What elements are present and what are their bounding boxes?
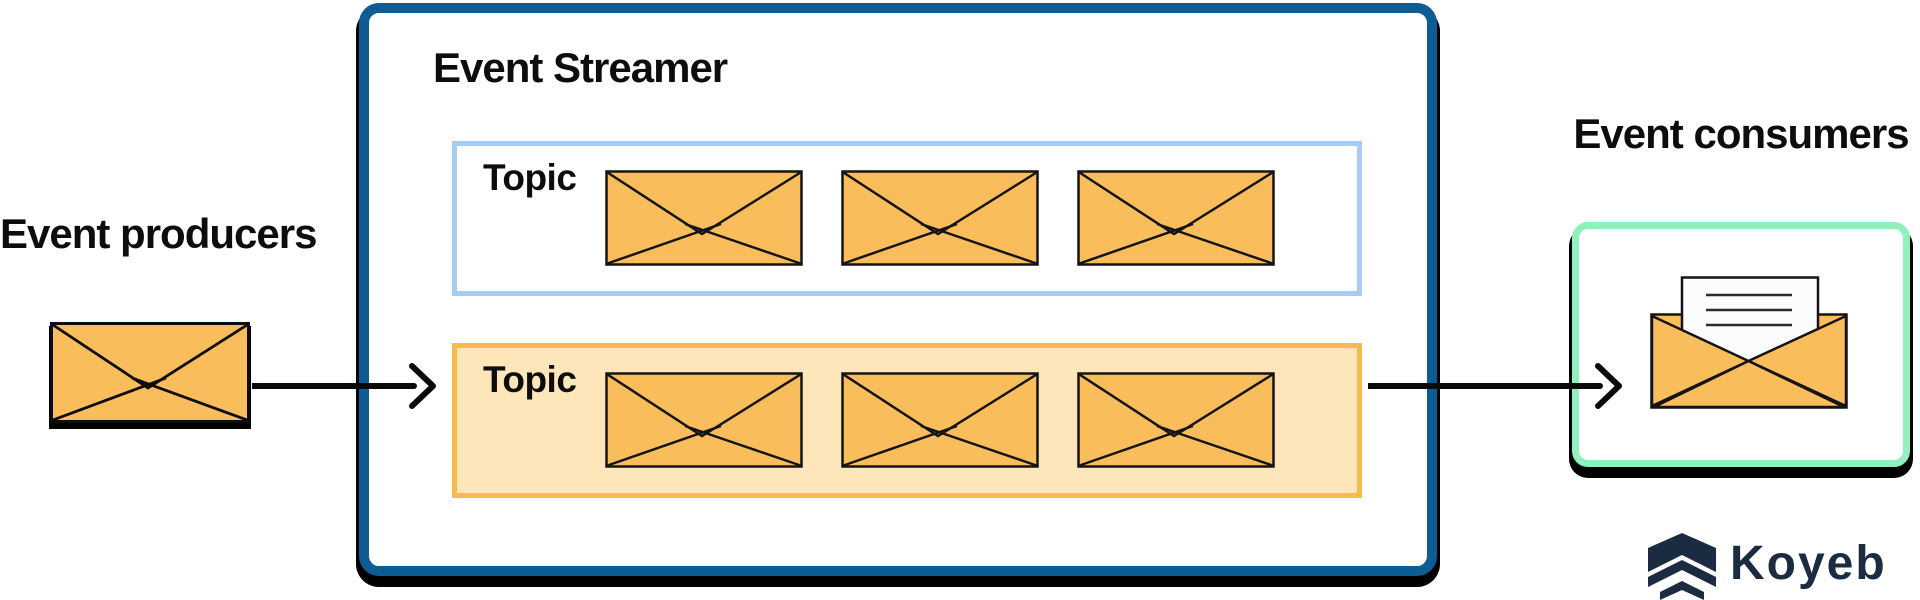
envelope-icon — [605, 170, 803, 266]
producer-to-streamer-arrow-icon — [252, 363, 436, 409]
koyeb-wordmark: Koyeb — [1730, 537, 1887, 590]
event-streamer-box: Event Streamer Topic Topic — [359, 3, 1437, 576]
envelope-flap-lines — [53, 325, 247, 420]
envelope-icon — [605, 372, 803, 468]
envelope-icon — [1077, 372, 1275, 468]
topic-label: Topic — [483, 359, 577, 400]
streamer-title: Event Streamer — [433, 44, 728, 91]
producer-envelope-icon — [50, 322, 250, 423]
envelope-icon — [841, 372, 1039, 468]
topic-label: Topic — [483, 157, 577, 198]
event-consumer-box — [1572, 222, 1910, 467]
envelope-icon — [841, 170, 1039, 266]
letter-text-lines — [1706, 293, 1792, 327]
producers-label: Event producers — [0, 210, 317, 257]
open-envelope-icon — [1650, 276, 1848, 409]
topic-row-orange: Topic — [452, 343, 1362, 498]
topic-row-blue: Topic — [452, 141, 1362, 296]
topic-envelope-strip — [605, 170, 1275, 266]
koyeb-logo-icon — [1648, 533, 1716, 600]
consumers-label: Event consumers — [1573, 110, 1909, 157]
streamer-to-consumer-arrow-icon — [1368, 363, 1622, 409]
topic-envelope-strip — [605, 372, 1275, 468]
envelope-icon — [1077, 170, 1275, 266]
